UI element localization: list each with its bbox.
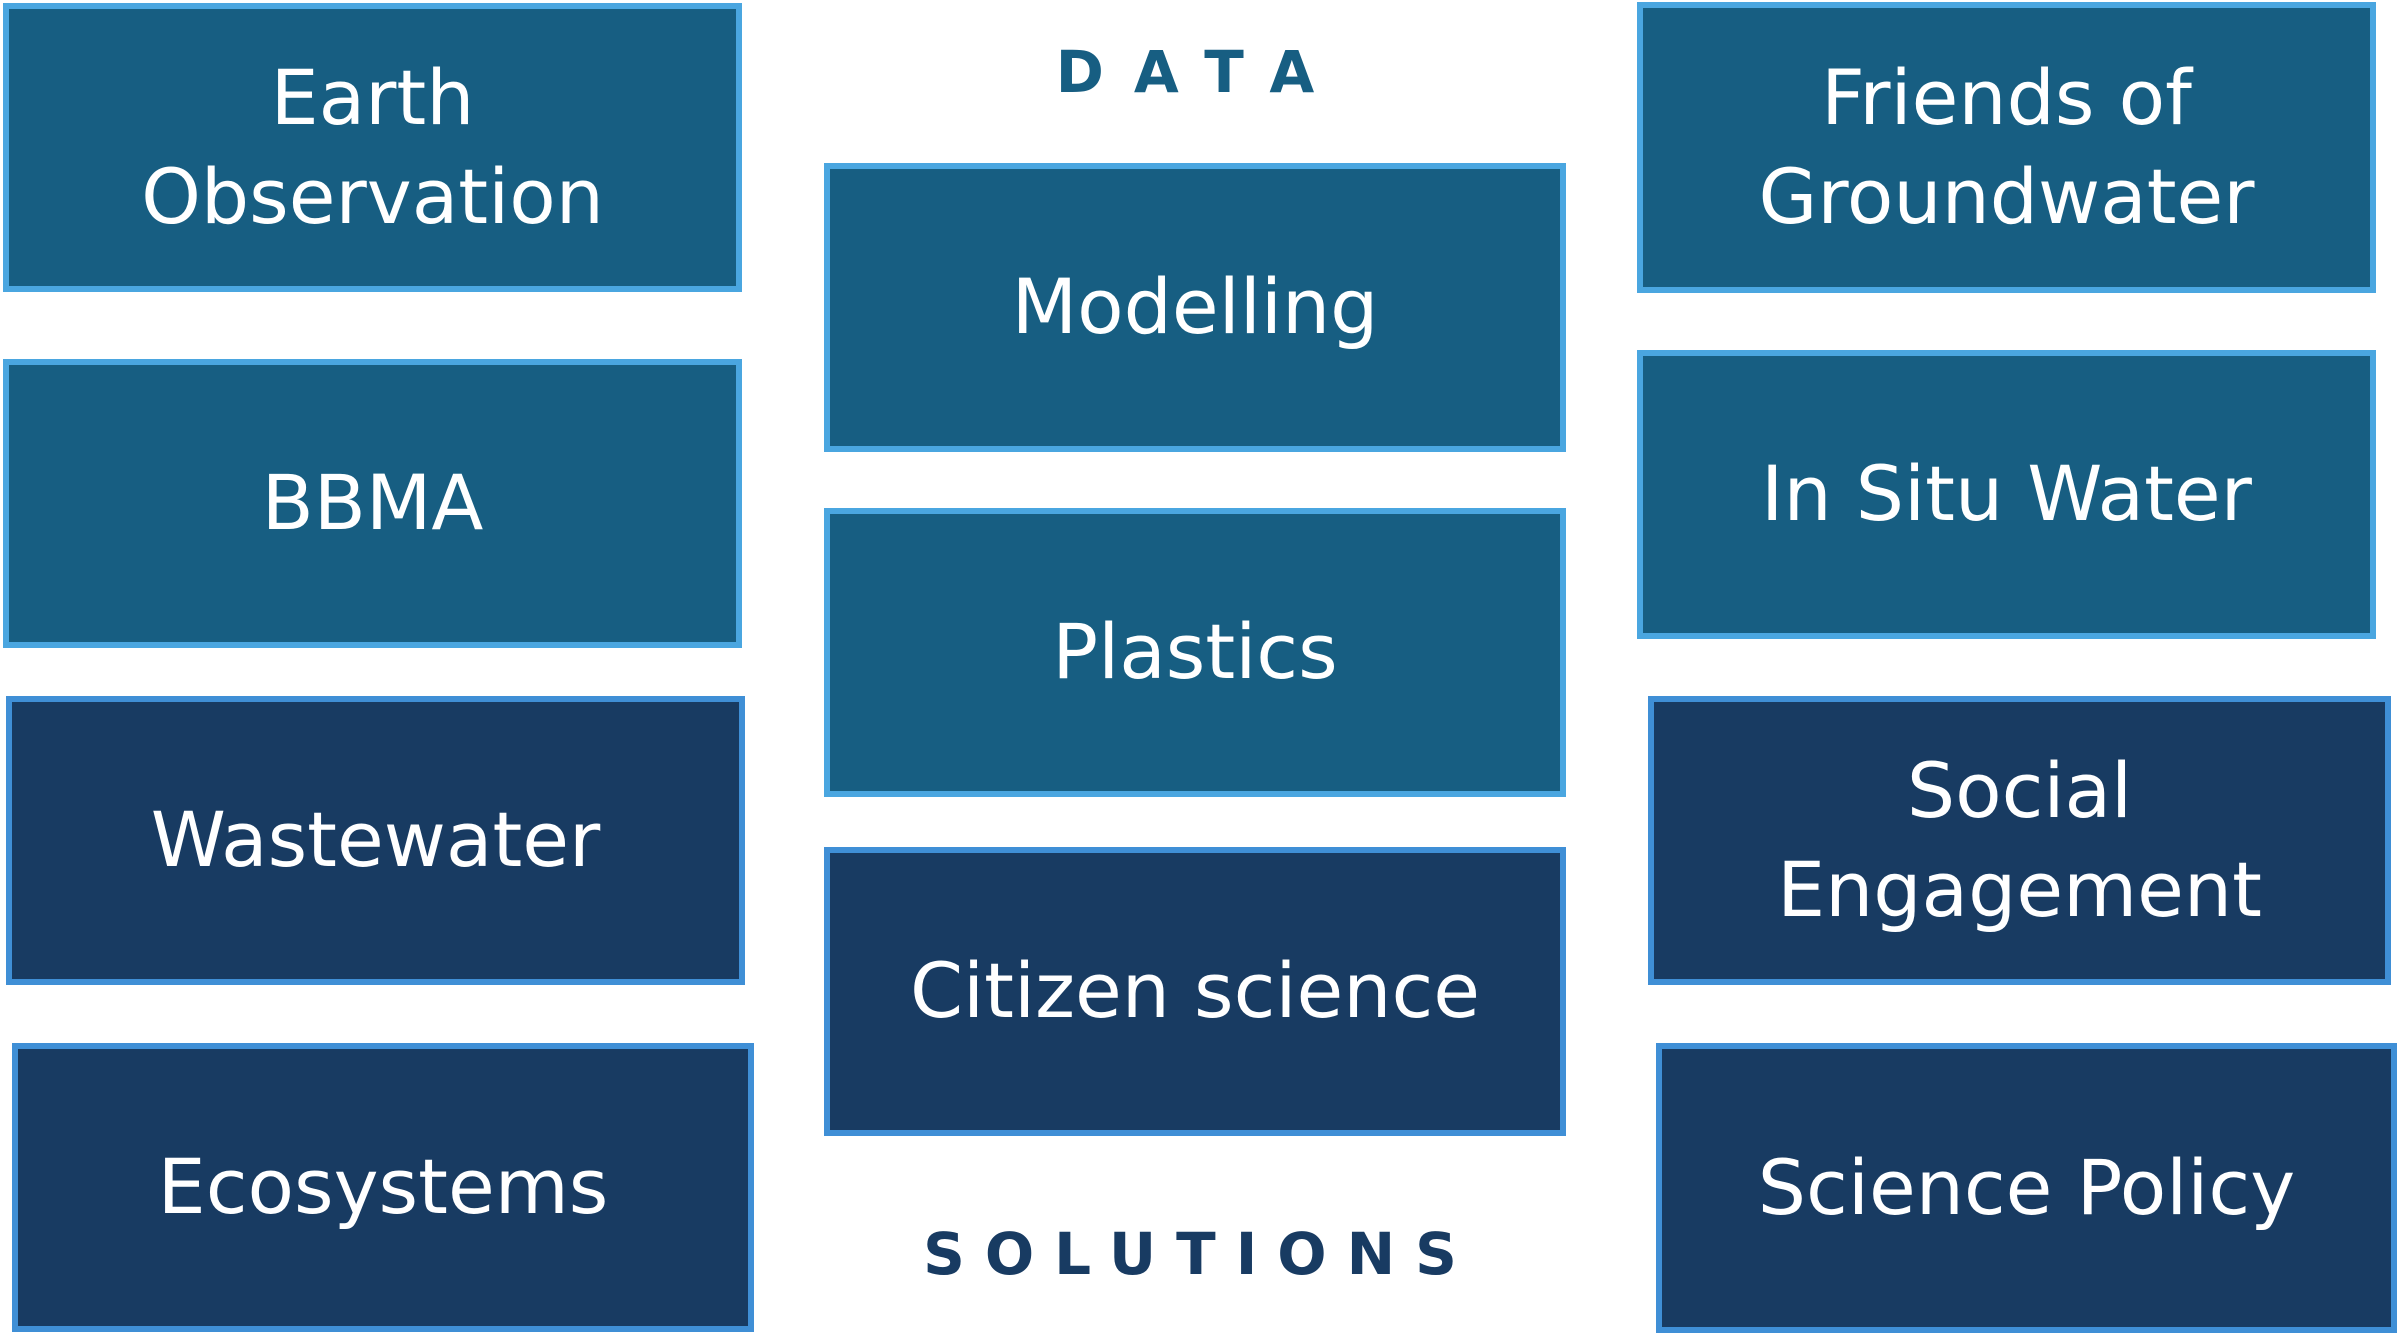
box-bbma: BBMA [3, 359, 742, 648]
box-wastewater: Wastewater [6, 696, 745, 985]
box-label: Modelling [1011, 262, 1379, 352]
box-label: Earth Observation [141, 52, 604, 241]
heading-solutions: SOLUTIONS [923, 1220, 1477, 1288]
box-label: Citizen science [909, 946, 1481, 1036]
box-label: BBMA [261, 458, 484, 548]
box-label: Friends of Groundwater [1758, 52, 2255, 241]
heading-data: DATA [1055, 38, 1345, 106]
box-earth-observation: Earth Observation [3, 3, 742, 292]
box-label: Plastics [1052, 607, 1338, 697]
box-citizen-science: Citizen science [824, 847, 1566, 1136]
box-ecosystems: Ecosystems [12, 1043, 754, 1332]
box-label: In Situ Water [1761, 449, 2252, 539]
box-label: Ecosystems [157, 1142, 609, 1232]
box-science-policy: Science Policy [1656, 1043, 2397, 1333]
box-modelling: Modelling [824, 163, 1566, 452]
box-social-engagement: Social Engagement [1648, 696, 2391, 985]
box-in-situ-water: In Situ Water [1637, 350, 2376, 639]
box-label: Wastewater [150, 795, 601, 885]
box-plastics: Plastics [824, 508, 1566, 797]
box-label: Social Engagement [1777, 745, 2262, 934]
box-label: Science Policy [1757, 1142, 2296, 1232]
box-friends-of-groundwater: Friends of Groundwater [1637, 2, 2376, 293]
